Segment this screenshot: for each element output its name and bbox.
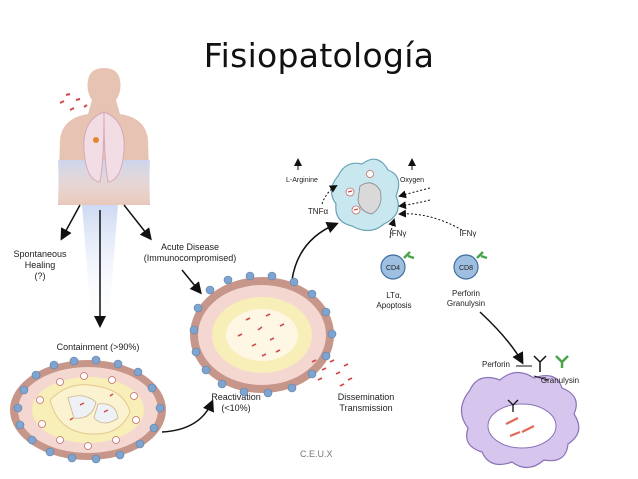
label-reactivation: Reactivation [211, 392, 261, 402]
inhaled-bacilli [59, 93, 88, 111]
infected-macrophage [330, 158, 400, 232]
label-cd8: CD8 [459, 265, 473, 272]
label-acute-disease: Acute Disease [161, 242, 219, 252]
label-healing-question: (?) [35, 271, 46, 281]
label-ifn-gamma-cd4: IFNγ [390, 229, 407, 238]
label-tnf-alpha: TNFα [308, 207, 329, 216]
label-granulysin: Granulysin [541, 376, 579, 385]
label-oxygen: Oxygen [400, 177, 424, 184]
label-cd8-granulysin: Granulysin [447, 299, 485, 308]
slide-footer: C.E.U.X [300, 449, 333, 459]
label-cd4: CD4 [386, 265, 400, 272]
label-reactivation-percent: (<10%) [221, 403, 250, 413]
label-ifn-gamma-cd8: IFNγ [460, 229, 477, 238]
cd4-t-cell: CD4 [380, 251, 415, 280]
arrow-to-macrophage [291, 221, 339, 281]
arrow-to-active-granuloma [181, 269, 202, 295]
arrow-to-target-cell [479, 311, 524, 365]
label-apoptosis: Apoptosis [376, 301, 411, 310]
slide-title: Fisiopatología [203, 36, 435, 75]
granulysin-pointer [533, 375, 549, 381]
perforin-membrane-icon [507, 399, 519, 412]
label-dissemination: Dissemination [338, 392, 395, 402]
label-lt-alpha: LTα, [386, 291, 402, 300]
label-healing: Healing [25, 260, 56, 270]
label-transmission: Transmission [339, 403, 392, 413]
arrow-to-acute [123, 204, 152, 241]
contained-granuloma [10, 355, 166, 464]
label-immunocompromised: (Immunocompromised) [144, 253, 237, 263]
label-containment: Containment (>90%) [57, 342, 140, 352]
human-torso-figure [58, 68, 150, 210]
label-l-arginine: L-Arginine [286, 177, 318, 184]
active-granuloma [189, 271, 337, 398]
label-perforin: Perforin [482, 360, 510, 369]
label-cd8-perforin: Perforin [452, 289, 480, 298]
infected-target-cell [460, 371, 580, 469]
label-spontaneous: Spontaneous [13, 249, 67, 259]
perforin-pore-icon [533, 355, 547, 372]
arrow-reactivation [161, 399, 214, 433]
disseminating-bacilli [311, 359, 353, 387]
dotted-signal-arrows [321, 184, 463, 239]
granulysin-receptor-icon [555, 355, 569, 368]
arrow-to-healing [60, 204, 81, 241]
cd8-t-cell: CD8 [453, 251, 488, 280]
